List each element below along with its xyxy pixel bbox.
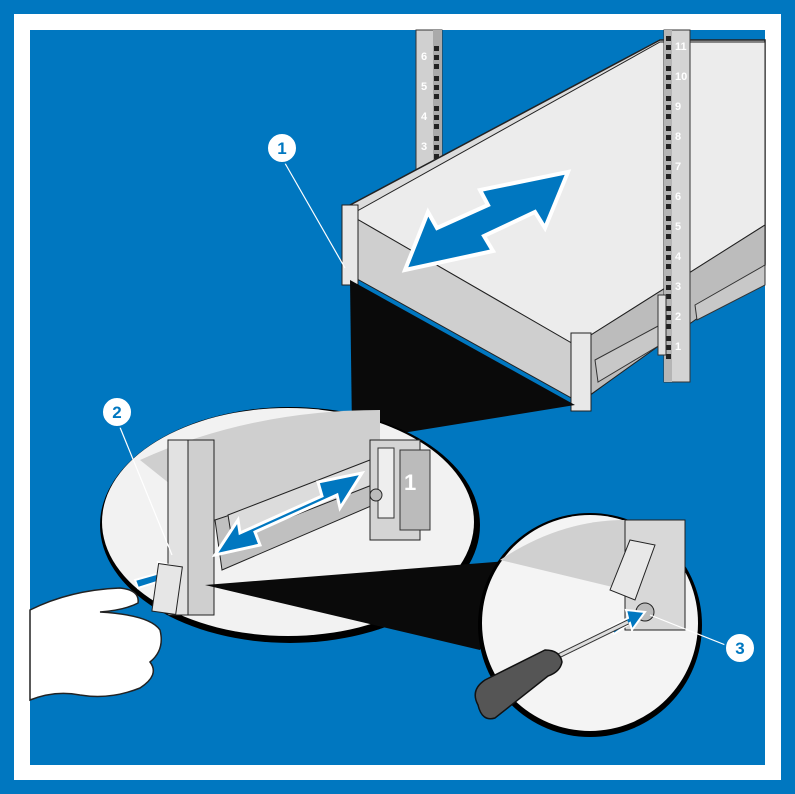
rail-hole: [666, 246, 671, 251]
callout-3: 3: [724, 632, 756, 664]
callout-2: 2: [101, 396, 133, 428]
rail-hole: [434, 124, 439, 129]
rail-hole: [666, 276, 671, 281]
rail-hole: [434, 85, 439, 90]
rail-double-arrow-icon: [211, 470, 366, 558]
rail-hole: [666, 144, 671, 149]
rail-hole: [666, 234, 671, 239]
rail-unit-label: 4: [421, 111, 428, 123]
rail-unit-label: 10: [675, 71, 687, 83]
rail-hole: [666, 66, 671, 71]
rail-hole: [666, 84, 671, 89]
rail-hole: [666, 255, 671, 260]
left-rack-rail: 6 5 4 3: [415, 29, 443, 181]
rail-hole: [666, 204, 671, 209]
callout-2-leader: [116, 419, 173, 556]
rail-hole: [434, 94, 439, 99]
rail-hole: [666, 225, 671, 230]
rail-hole: [434, 154, 439, 159]
rail-hole: [666, 294, 671, 299]
rail-hole: [666, 216, 671, 221]
zoom-cone: [350, 280, 575, 435]
rail-unit-label: 6: [675, 191, 681, 203]
rail-hole: [666, 105, 671, 110]
callout-3-leader: [649, 614, 734, 649]
rail-hole: [434, 55, 439, 60]
hand-icon: [29, 587, 162, 702]
rail-hole: [434, 106, 439, 111]
rail-hole: [434, 46, 439, 51]
rail-unit-label: 5: [421, 81, 427, 93]
rail-hole: [666, 126, 671, 131]
rail-hole: [434, 76, 439, 81]
rail-hole: [666, 36, 671, 41]
rail-unit-label: 4: [675, 251, 682, 263]
rail-unit-label: 5: [675, 221, 681, 233]
rail-hole: [666, 75, 671, 80]
rail-unit-label: 7: [675, 161, 681, 173]
rail-hole: [666, 45, 671, 50]
rail-unit-label: 8: [675, 131, 681, 143]
rail-hole: [666, 54, 671, 59]
rail-hole: [666, 354, 671, 359]
rail-unit-label: 2: [675, 311, 681, 323]
inset-rail-unit-label: 1: [404, 470, 416, 495]
callout-2-label: 2: [112, 403, 121, 422]
rail-unit-label: 3: [675, 281, 681, 293]
double-arrow-icon: [401, 169, 572, 273]
zoom-cone-2: [205, 560, 520, 650]
rail-hole: [666, 345, 671, 350]
rail-bracket: [657, 294, 667, 356]
rail-unit-label: 3: [421, 141, 427, 153]
release-tab: [151, 563, 183, 616]
rail-hole: [434, 136, 439, 141]
rail-hole: [666, 156, 671, 161]
rail-hole: [434, 145, 439, 150]
rail-hole: [666, 195, 671, 200]
rail-hole: [666, 324, 671, 329]
screwdriver-icon: [474, 619, 630, 720]
rail-hole: [666, 264, 671, 269]
rail-unit-label: 9: [675, 101, 681, 113]
rail-hole: [666, 96, 671, 101]
inset-screw-detail: [474, 513, 702, 737]
rail-hole: [666, 285, 671, 290]
callout-1-leader: [281, 157, 346, 269]
rail-hole: [666, 336, 671, 341]
rail-hole: [434, 64, 439, 69]
rail-hole: [666, 135, 671, 140]
rail-hole: [666, 186, 671, 191]
callout-1-label: 1: [277, 139, 286, 158]
right-rack-rail: 11 10 9 8 7 6 5 4 3 2 1: [657, 29, 691, 383]
callout-1: 1: [266, 132, 298, 164]
rail-hole: [666, 306, 671, 311]
rail-unit-label: 1: [675, 341, 681, 353]
rail-hole: [666, 165, 671, 170]
rail-unit-label: 11: [675, 41, 687, 53]
rail-hole: [666, 315, 671, 320]
rail-hole: [666, 114, 671, 119]
rail-hole: [434, 115, 439, 120]
rail-unit-label: 6: [421, 51, 427, 63]
rail-hole: [666, 174, 671, 179]
callout-3-label: 3: [735, 639, 744, 658]
